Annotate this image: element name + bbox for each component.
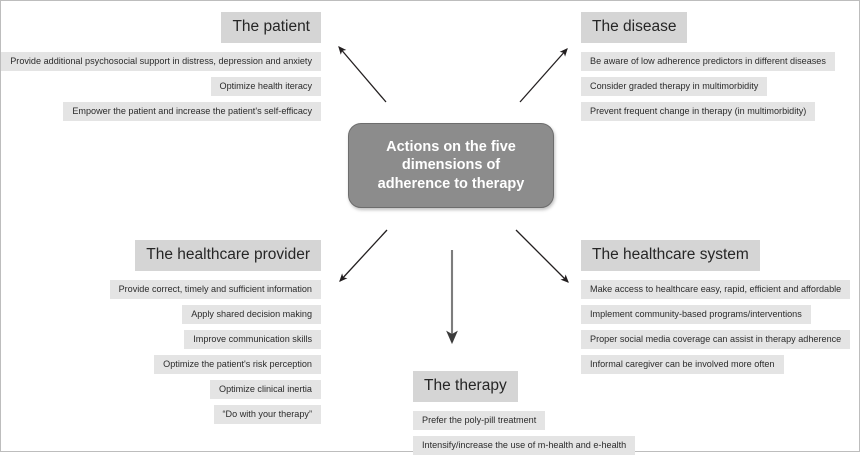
item-system-3: Proper social media coverage can assist … (581, 329, 851, 349)
group-header-therapy: The therapy (413, 371, 518, 402)
item-provider-1: Provide correct, timely and sufficient i… (109, 279, 321, 299)
group-header-system: The healthcare system (581, 240, 760, 271)
item-system-4: Informal caregiver can be involved more … (581, 354, 784, 374)
item-patient-3: Empower the patient and increase the pat… (63, 101, 321, 121)
item-disease-3: Prevent frequent change in therapy (in m… (581, 101, 816, 121)
item-patient-1: Provide additional psychosocial support … (1, 51, 321, 71)
group-header-provider: The healthcare provider (135, 240, 321, 271)
group-header-patient: The patient (221, 12, 321, 43)
group-system: The healthcare system Make access to hea… (581, 240, 851, 374)
center-node: Actions on the five dimensions of adhere… (348, 123, 554, 208)
center-line-2: dimensions of (401, 157, 501, 174)
item-provider-3: Improve communication skills (184, 329, 321, 349)
item-system-2: Implement community-based programs/inter… (581, 304, 811, 324)
item-therapy-1: Prefer the poly-pill treatment (413, 410, 546, 430)
arrow-to-disease (519, 48, 568, 103)
arrow-to-patient (338, 46, 387, 103)
item-patient-2: Optimize health iteracy (210, 76, 321, 96)
item-provider-2: Apply shared decision making (182, 304, 321, 324)
center-node-label: Actions on the five dimensions of adhere… (368, 138, 535, 192)
item-provider-6: “Do with your therapy” (213, 404, 321, 425)
center-line-3: adherence to therapy (377, 175, 525, 192)
item-disease-2: Consider graded therapy in multimorbidit… (581, 76, 768, 96)
group-disease: The disease Be aware of low adherence pr… (581, 12, 835, 121)
item-system-1: Make access to healthcare easy, rapid, e… (581, 279, 851, 299)
group-header-disease: The disease (581, 12, 688, 43)
item-therapy-2: Intensify/increase the use of m-health a… (413, 435, 636, 455)
item-provider-4: Optimize the patient's risk perception (154, 354, 321, 374)
arrow-to-system (515, 229, 569, 283)
group-provider: The healthcare provider Provide correct,… (109, 240, 321, 425)
group-patient: The patient Provide additional psychosoc… (1, 12, 321, 121)
center-line-1: Actions on the five (386, 139, 516, 156)
item-provider-5: Optimize clinical inertia (210, 379, 321, 399)
item-disease-1: Be aware of low adherence predictors in … (581, 51, 835, 71)
arrow-to-provider (339, 229, 388, 282)
group-therapy: The therapy Prefer the poly-pill treatme… (413, 371, 636, 455)
